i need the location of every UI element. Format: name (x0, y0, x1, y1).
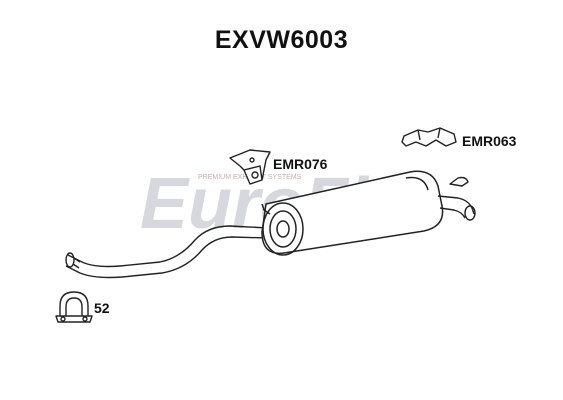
u-clamp-52 (55, 291, 93, 323)
hanger-bracket-emr076 (229, 149, 271, 185)
tailpipe (437, 176, 476, 221)
front-pipe (65, 225, 269, 279)
page-title: EXVW6003 (214, 26, 349, 54)
rear-silencer (261, 170, 444, 256)
part-label-52: 52 (94, 300, 110, 316)
part-label-emr063: EMR063 (462, 133, 517, 149)
part-label-emr076: EMR076 (273, 156, 328, 172)
rubber-hanger-emr063 (401, 127, 457, 147)
